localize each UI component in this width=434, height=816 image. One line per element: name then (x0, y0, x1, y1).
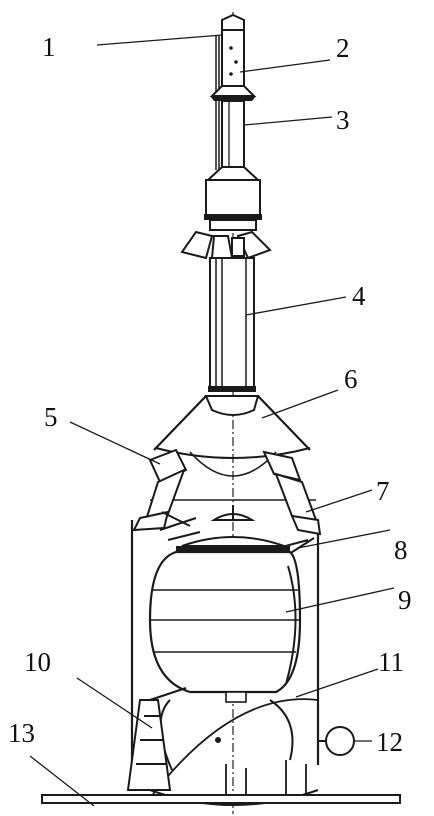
leader-lines (29, 34, 395, 807)
module-side-hatch (285, 565, 297, 685)
motor-collar (209, 219, 257, 231)
descent-module-top (181, 536, 285, 547)
motor-nozzle-small (231, 237, 245, 257)
base-platform (41, 794, 401, 804)
thruster-right-head (262, 450, 302, 482)
leader-4 (245, 296, 347, 316)
callout-10: 10 (24, 647, 51, 677)
callout-2: 2 (336, 33, 350, 63)
callout-11: 11 (378, 647, 404, 677)
callout-9: 9 (398, 585, 412, 615)
leader-7 (305, 489, 373, 513)
fairing (130, 395, 320, 765)
thruster-right-body (274, 472, 318, 522)
linkage-left (159, 511, 201, 541)
callout-5: 5 (44, 402, 58, 432)
leader-10 (76, 677, 153, 729)
callout-7: 7 (376, 476, 390, 506)
motor-band (204, 214, 262, 220)
callout-4: 4 (352, 281, 366, 311)
callout-6: 6 (344, 364, 358, 394)
leader-8 (297, 529, 391, 549)
leader-1 (96, 34, 223, 46)
callout-1: 1 (42, 32, 56, 62)
tower-upper-tube (221, 29, 245, 89)
thruster-left-nozzle (132, 510, 170, 532)
tower-tube (204, 257, 260, 416)
thruster-left (132, 448, 188, 532)
base-section (41, 687, 401, 806)
base-ladder-strut (149, 687, 187, 701)
motor-nozzle-center (210, 235, 234, 259)
base-struts (225, 760, 307, 800)
leader-9 (285, 587, 395, 613)
callout-8: 8 (394, 535, 408, 565)
tower-nose (221, 13, 245, 31)
tower-rivet (229, 72, 233, 76)
escape-motor (180, 166, 272, 260)
base-fitting (215, 737, 221, 743)
base-ladder-rungs (136, 715, 166, 765)
leader-3 (243, 116, 333, 126)
base-ladder-frame (126, 699, 172, 791)
motor-case (205, 179, 261, 219)
descent-module (148, 550, 302, 703)
descent-module-body (148, 550, 302, 694)
thruster-right (262, 450, 322, 536)
callout-3: 3 (336, 105, 350, 135)
thruster-right-nozzle (290, 514, 322, 536)
fairing-inner-arc (189, 451, 277, 477)
leader-2 (239, 59, 331, 73)
descent-module-rim (176, 546, 290, 552)
escape-tower (209, 13, 257, 170)
tube-base (204, 395, 260, 416)
leader-6 (261, 389, 339, 419)
tube-band (208, 386, 256, 392)
base-sweep-arc (149, 698, 319, 799)
antenna-sphere (325, 726, 355, 756)
leader-13 (29, 755, 95, 807)
leader-5 (69, 421, 161, 465)
fairing-cone-edges (153, 395, 311, 451)
callout-12: 12 (376, 727, 403, 757)
tower-mid-tube (221, 100, 245, 168)
callout-13: 13 (8, 718, 35, 748)
tower-rivet (234, 60, 238, 64)
base-inner-right (269, 699, 294, 761)
module-connector (225, 691, 247, 703)
hatch-mechanism (159, 505, 315, 557)
tower-nozzle-band (210, 96, 256, 101)
leader-11 (295, 668, 379, 698)
tower-rivet (229, 46, 233, 50)
motor-nozzle-left (180, 230, 214, 260)
